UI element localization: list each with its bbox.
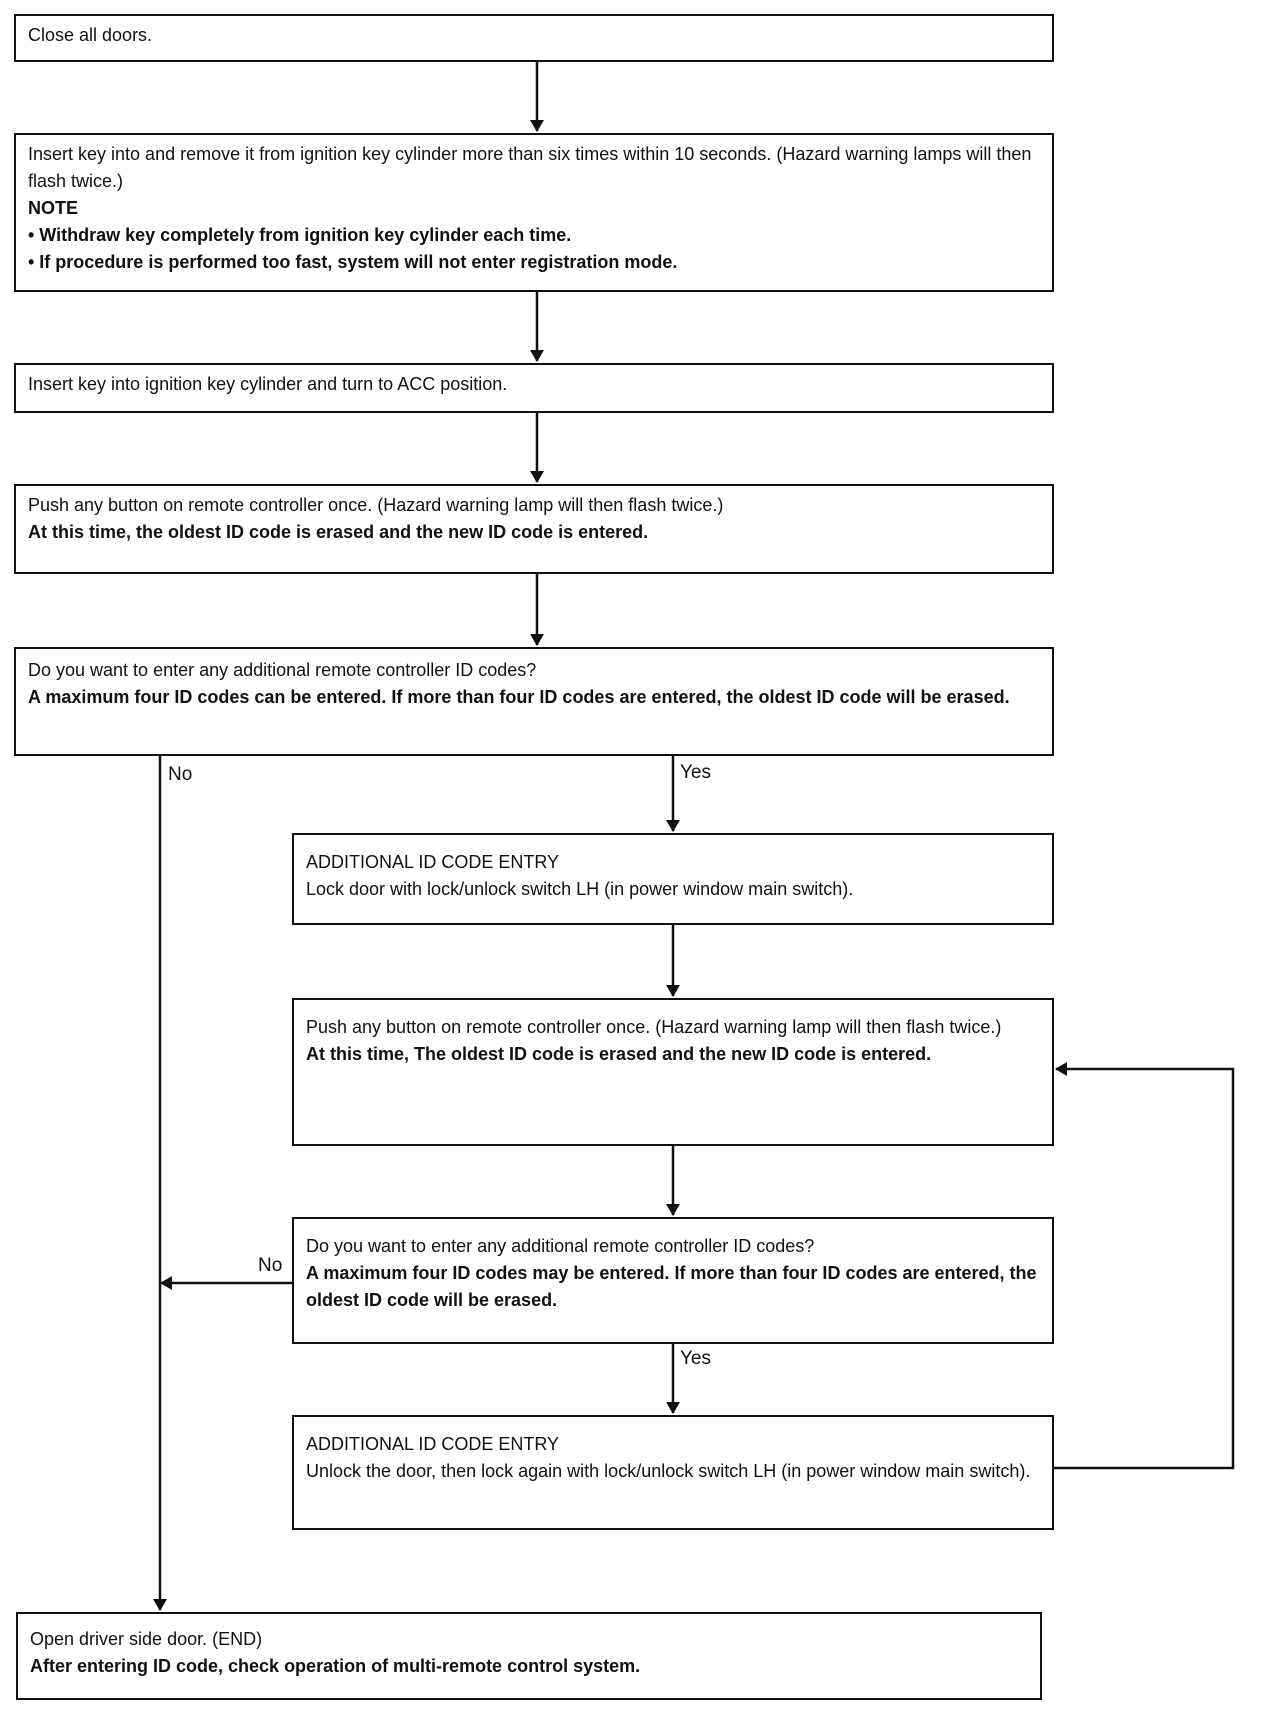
step-push-1-bold: At this time, the oldest ID code is eras… <box>28 522 649 542</box>
additional-entry-1: ADDITIONAL ID CODE ENTRY Lock door with … <box>292 833 1054 925</box>
label-yes-1: Yes <box>680 762 711 783</box>
step-push-button-2: Push any button on remote controller onc… <box>292 998 1054 1146</box>
label-yes-2: Yes <box>680 1348 711 1369</box>
additional-2-text: Unlock the door, then lock again with lo… <box>306 1461 1031 1481</box>
additional-2-title: ADDITIONAL ID CODE ENTRY <box>306 1434 560 1454</box>
question-additional-1: Do you want to enter any additional remo… <box>14 647 1054 756</box>
step-acc-position: Insert key into ignition key cylinder an… <box>14 363 1054 413</box>
step-close-doors-text: Close all doors. <box>28 25 153 45</box>
question-additional-2: Do you want to enter any additional remo… <box>292 1217 1054 1344</box>
step-push-button-1: Push any button on remote controller onc… <box>14 484 1054 574</box>
additional-entry-2: ADDITIONAL ID CODE ENTRY Unlock the door… <box>292 1415 1054 1530</box>
step-push-2-bold: At this time, The oldest ID code is eras… <box>306 1044 932 1064</box>
step-insert-key: Insert key into and remove it from ignit… <box>14 133 1054 292</box>
step-acc-text: Insert key into ignition key cylinder an… <box>28 374 508 394</box>
note-item-1: • Withdraw key completely from ignition … <box>28 225 572 245</box>
label-no-1: No <box>168 764 193 785</box>
question-1-bold: A maximum four ID codes can be entered. … <box>28 687 1010 707</box>
step-end: Open driver side door. (END) After enter… <box>16 1612 1042 1700</box>
note-item-2: • If procedure is performed too fast, sy… <box>28 252 678 272</box>
step-push-1-text: Push any button on remote controller onc… <box>28 495 724 515</box>
step-end-text: Open driver side door. (END) <box>30 1629 263 1649</box>
step-end-bold: After entering ID code, check operation … <box>30 1656 641 1676</box>
question-1-text: Do you want to enter any additional remo… <box>28 660 537 680</box>
question-2-bold: A maximum four ID codes may be entered. … <box>306 1263 1037 1310</box>
loop-back-arrow <box>1054 1062 1235 1470</box>
question-2-text: Do you want to enter any additional remo… <box>306 1236 815 1256</box>
additional-1-text: Lock door with lock/unlock switch LH (in… <box>306 879 854 899</box>
label-no-2: No <box>258 1255 283 1276</box>
step-push-2-text: Push any button on remote controller onc… <box>306 1017 1002 1037</box>
note-title: NOTE <box>28 198 79 218</box>
step-insert-key-text: Insert key into and remove it from ignit… <box>28 144 1032 191</box>
step-close-doors: Close all doors. <box>14 14 1054 62</box>
additional-1-title: ADDITIONAL ID CODE ENTRY <box>306 852 560 872</box>
